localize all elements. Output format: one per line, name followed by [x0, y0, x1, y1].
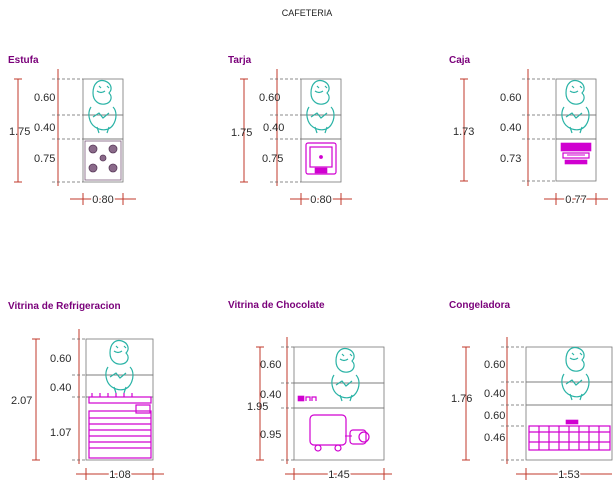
equipment-vitrina-chocolate: Vitrina de Chocolate 1. — [228, 300, 392, 483]
counter-zone — [555, 138, 597, 182]
counter-zone — [525, 404, 613, 461]
dimension-lines — [462, 337, 612, 480]
person-icon — [105, 339, 134, 394]
height-base: 0.95 — [260, 429, 281, 441]
total-height: 1.73 — [453, 126, 474, 138]
head-zone — [293, 346, 385, 384]
dimension-lines — [240, 69, 352, 205]
head-zone — [85, 338, 154, 376]
person-icon — [331, 347, 360, 402]
total-height: 1.95 — [247, 401, 268, 413]
height-mid: 0.40 — [260, 389, 281, 401]
height-base: 0.75 — [262, 153, 283, 165]
item-label: Congeladora — [449, 300, 511, 311]
height-upper: 0.60 — [259, 92, 280, 104]
head-zone — [525, 346, 613, 383]
height-mid: 0.40 — [500, 122, 521, 134]
dimension-lines — [14, 69, 136, 205]
height-base: 0.73 — [500, 153, 521, 165]
equipment-tarja: Tarja 1.75 0.60 0.40 0.75 0.80 — [228, 55, 352, 208]
cash-register — [560, 142, 592, 165]
height-upper: 0.60 — [50, 353, 71, 365]
width: 1.53 — [558, 469, 579, 481]
width: 0.80 — [92, 194, 113, 206]
chocolate-display — [297, 395, 370, 452]
width: 0.80 — [310, 194, 331, 206]
height-upper: 0.60 — [500, 92, 521, 104]
height-mid: 0.40 — [484, 388, 505, 400]
item-label: Estufa — [8, 55, 39, 66]
head-zone — [300, 78, 342, 116]
height-mid: 0.40 — [263, 122, 284, 134]
stove-top — [84, 140, 122, 181]
item-label: Caja — [449, 55, 471, 66]
height-mid: 0.40 — [34, 122, 55, 134]
total-height: 1.76 — [451, 393, 472, 405]
equipment-congeladora: Congeladora 1.76 0.60 0.40 0.60 0.46 1 — [449, 300, 613, 483]
height-upper: 0.60 — [260, 359, 281, 371]
equipment-estufa: Estufa 1.75 0.60 0.40 0.75 0.80 — [8, 55, 136, 208]
counter-zone — [293, 407, 385, 461]
counter-zone — [82, 138, 124, 183]
dimension-lines — [256, 337, 392, 480]
height-upper: 0.60 — [34, 92, 55, 104]
width: 1.45 — [328, 469, 349, 481]
item-label: Vitrina de Chocolate — [228, 300, 325, 311]
head-zone — [555, 78, 597, 116]
person-icon — [88, 79, 117, 134]
total-height: 1.75 — [9, 126, 30, 138]
height-upper: 0.60 — [484, 359, 505, 371]
total-height: 2.07 — [11, 395, 32, 407]
total-height: 1.75 — [231, 127, 252, 139]
height-mid: 0.40 — [50, 382, 71, 394]
height-base: 0.75 — [34, 153, 55, 165]
item-label: Vitrina de Refrigeracion — [8, 301, 121, 312]
freezer — [528, 419, 611, 451]
head-zone — [82, 78, 124, 116]
dimension-lines — [32, 329, 164, 480]
shoulder-zone — [525, 381, 613, 406]
item-label: Tarja — [228, 55, 252, 66]
drawing-title: CAFETERIA — [282, 8, 333, 18]
equipment-vitrina-refrigeracion: Vitrina de Refrigeracion 2.07 0.60 0 — [8, 301, 164, 483]
height-base: 0.46 — [484, 432, 505, 444]
width: 1.08 — [109, 469, 130, 481]
equipment-caja: Caja 1.73 0.60 0.40 0.73 0.77 — [449, 55, 608, 208]
counter-zone — [85, 396, 154, 461]
dimension-lines — [460, 69, 608, 205]
person-icon — [561, 79, 590, 134]
counter-zone — [300, 138, 342, 183]
height-lower: 0.60 — [484, 410, 505, 422]
person-icon — [561, 346, 590, 401]
width: 0.77 — [565, 194, 586, 206]
person-icon — [306, 79, 335, 134]
refrigerated-display — [88, 393, 152, 459]
height-base: 1.07 — [50, 427, 71, 439]
sink — [305, 142, 337, 175]
